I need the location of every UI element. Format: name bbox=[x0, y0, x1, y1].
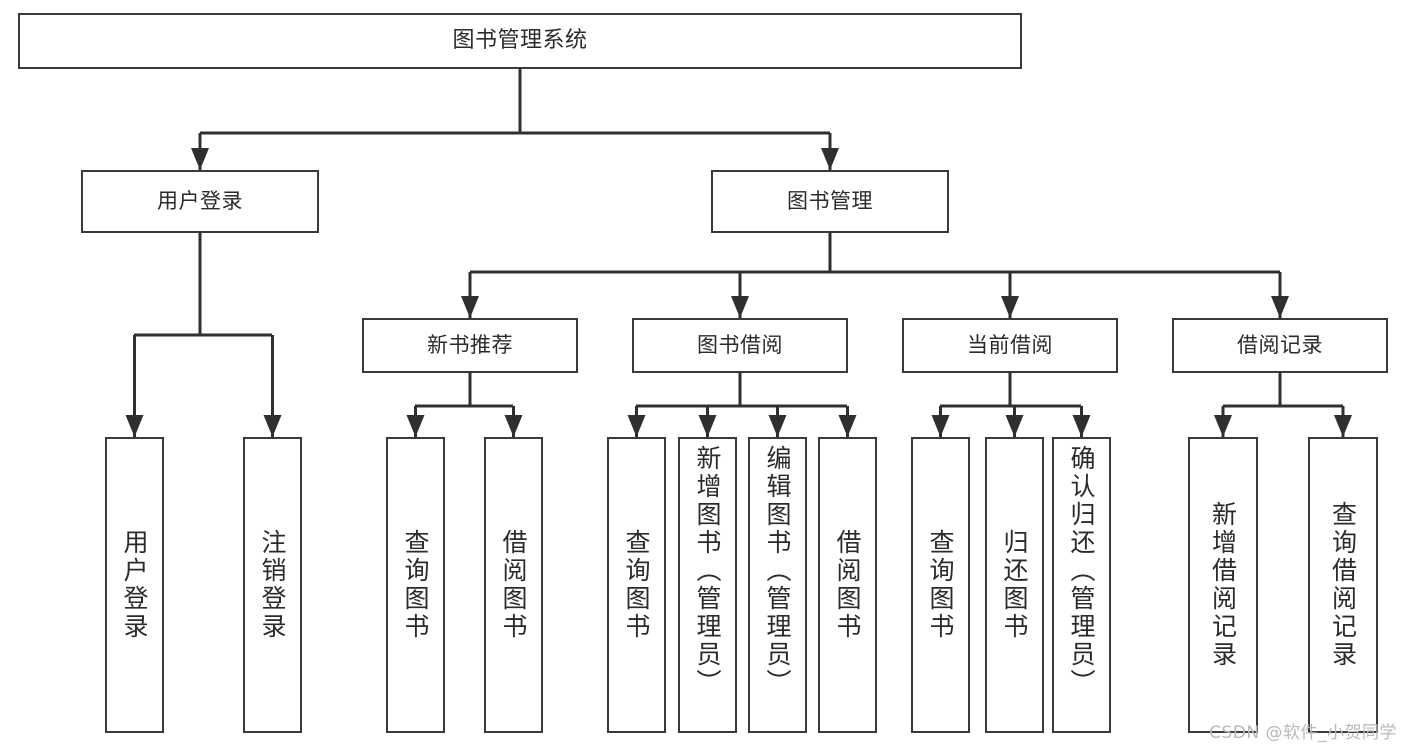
node-new-book-recommend[interactable]: 新书推荐 bbox=[362, 318, 578, 373]
csdn-watermark: CSDN @软件_小贺同学 bbox=[1209, 723, 1397, 743]
node-new-book-recommend-label: 新书推荐 bbox=[427, 332, 513, 357]
node-leaf-record-query-label: 查询借阅记录 bbox=[1328, 501, 1358, 669]
node-current-borrow-label: 当前借阅 bbox=[967, 332, 1053, 357]
node-leaf-user-logout[interactable]: 注销登录 bbox=[243, 437, 302, 733]
node-leaf-record-add-label: 新增借阅记录 bbox=[1208, 501, 1238, 669]
node-book-manage-label: 图书管理 bbox=[787, 188, 873, 213]
node-leaf-record-add[interactable]: 新增借阅记录 bbox=[1188, 437, 1258, 733]
node-user-login-label: 用户登录 bbox=[157, 188, 243, 213]
node-leaf-current-return-book[interactable]: 归还图书 bbox=[985, 437, 1044, 733]
node-leaf-borrow-borrow-book[interactable]: 借阅图书 bbox=[818, 437, 877, 733]
node-leaf-user-login[interactable]: 用户登录 bbox=[105, 437, 164, 733]
node-leaf-borrow-query-book[interactable]: 查询图书 bbox=[607, 437, 666, 733]
node-leaf-borrow-query-book-label: 查询图书 bbox=[622, 529, 651, 641]
node-leaf-borrow-add-book-label: 新增图书（管理员） bbox=[693, 445, 722, 697]
node-book-borrow-label: 图书借阅 bbox=[697, 332, 783, 357]
node-leaf-recommend-query-book[interactable]: 查询图书 bbox=[386, 437, 445, 733]
node-leaf-current-query-book-label: 查询图书 bbox=[926, 529, 955, 641]
node-leaf-user-login-label: 用户登录 bbox=[120, 529, 149, 641]
node-leaf-current-query-book[interactable]: 查询图书 bbox=[911, 437, 970, 733]
node-book-borrow[interactable]: 图书借阅 bbox=[632, 318, 848, 373]
node-current-borrow[interactable]: 当前借阅 bbox=[902, 318, 1118, 373]
node-leaf-current-confirm-return[interactable]: 确认归还（管理员） bbox=[1052, 437, 1111, 733]
node-leaf-borrow-edit-book[interactable]: 编辑图书（管理员） bbox=[748, 437, 807, 733]
node-borrow-record[interactable]: 借阅记录 bbox=[1172, 318, 1388, 373]
node-leaf-borrow-edit-book-label: 编辑图书（管理员） bbox=[763, 445, 792, 697]
node-leaf-current-return-book-label: 归还图书 bbox=[1000, 529, 1029, 641]
node-root-label: 图书管理系统 bbox=[452, 27, 588, 53]
node-book-manage[interactable]: 图书管理 bbox=[711, 170, 949, 233]
node-leaf-borrow-add-book[interactable]: 新增图书（管理员） bbox=[678, 437, 737, 733]
node-leaf-recommend-query-book-label: 查询图书 bbox=[401, 529, 430, 641]
node-leaf-recommend-borrow-book[interactable]: 借阅图书 bbox=[484, 437, 543, 733]
node-leaf-current-confirm-return-label: 确认归还（管理员） bbox=[1067, 445, 1096, 697]
node-leaf-recommend-borrow-book-label: 借阅图书 bbox=[499, 529, 528, 641]
node-root[interactable]: 图书管理系统 bbox=[18, 13, 1022, 69]
node-leaf-user-logout-label: 注销登录 bbox=[258, 529, 287, 641]
node-leaf-borrow-borrow-book-label: 借阅图书 bbox=[833, 529, 862, 641]
node-user-login[interactable]: 用户登录 bbox=[81, 170, 319, 233]
node-leaf-record-query[interactable]: 查询借阅记录 bbox=[1308, 437, 1378, 733]
node-borrow-record-label: 借阅记录 bbox=[1237, 332, 1323, 357]
